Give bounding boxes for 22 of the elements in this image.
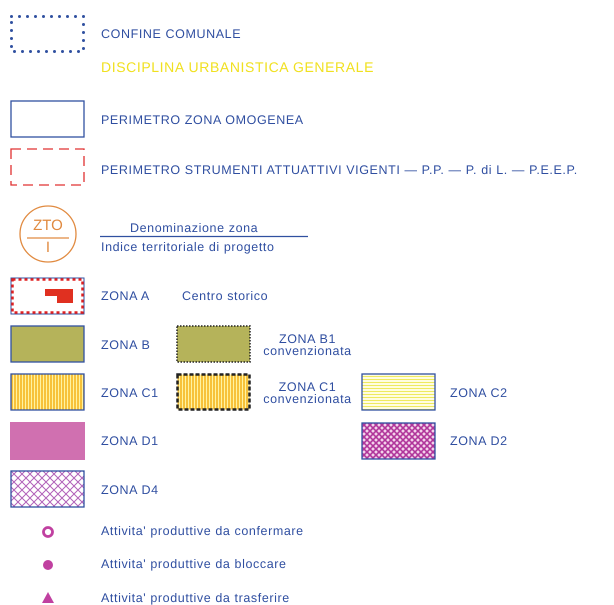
legend-label: ZONA C2 <box>450 386 508 400</box>
legend-label: ZONA D4 <box>101 483 159 497</box>
zone-code-text: ZTO <box>32 218 64 234</box>
zone-symbol-circle <box>19 205 77 263</box>
legend-label: CONFINE COMUNALE <box>101 27 242 41</box>
legend-label: ZONA B <box>101 338 150 352</box>
legend-label: ZONA A <box>101 289 150 303</box>
legend-label: PERIMETRO ZONA OMOGENEA <box>101 113 304 127</box>
legend-label: Attivita' produttive da bloccare <box>101 557 287 571</box>
legend-label: Attivita' produttive da confermare <box>101 524 304 538</box>
legend-label: Attivita' produttive da trasferire <box>101 591 290 605</box>
zone-code-text: I <box>44 240 52 256</box>
legend-label: ZONA C1 convenzionata <box>262 381 353 405</box>
legend-label: ZONA B1 convenzionata <box>262 333 353 357</box>
legend-label: ZONA D1 <box>101 434 159 448</box>
legend-label: ZONA C1 <box>101 386 159 400</box>
section-heading: DISCIPLINA URBANISTICA GENERALE <box>101 60 374 74</box>
note-text: Indice territoriale di progetto <box>101 240 275 254</box>
note-text: Centro storico <box>182 289 268 303</box>
legend-label: PERIMETRO STRUMENTI ATTUATTIVI VIGENTI — P.P. — P. di L. — P.E.E.P. <box>101 163 578 177</box>
note-text: Denominazione zona <box>130 221 258 235</box>
legend-label: ZONA D2 <box>450 434 508 448</box>
